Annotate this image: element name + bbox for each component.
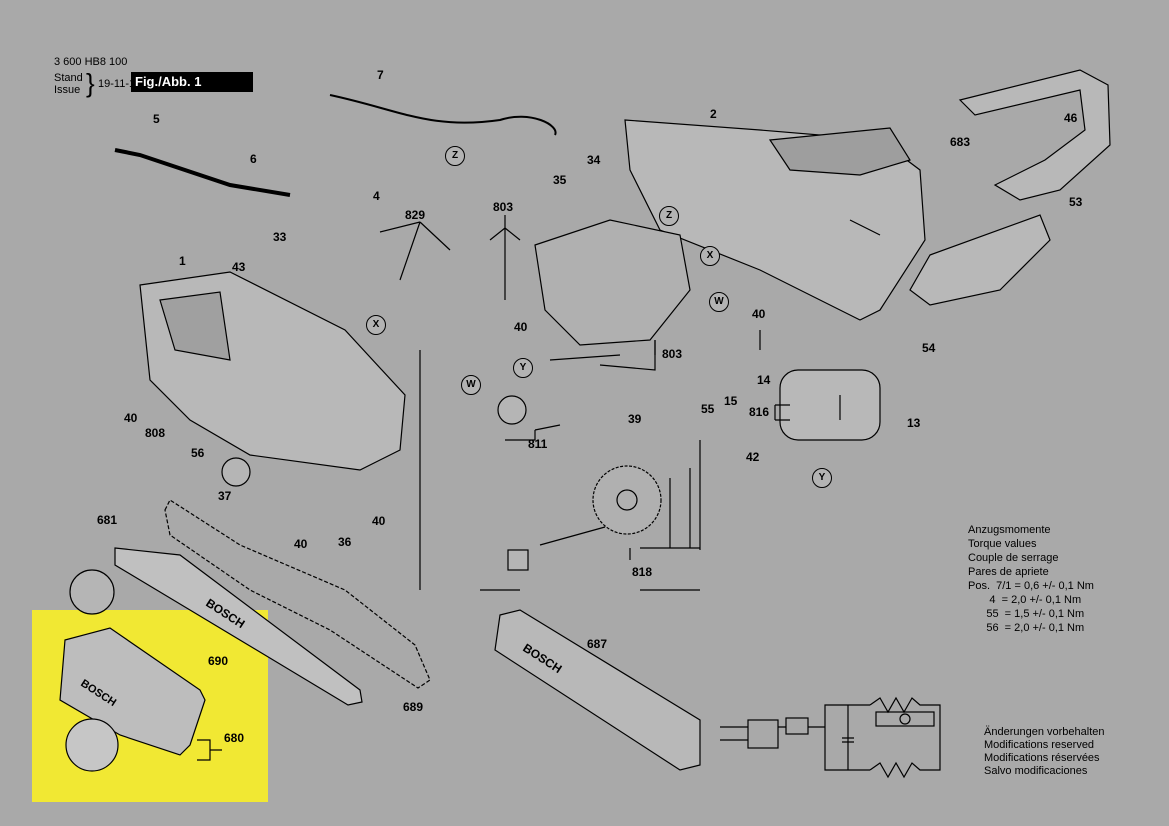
mod-line: Änderungen vorbehalten xyxy=(984,726,1105,738)
part-label-43: 43 xyxy=(232,260,246,274)
part-label-687: 687 xyxy=(587,637,608,651)
torque-values: Anzugsmomente Torque values Couple de se… xyxy=(968,523,1094,635)
part-label-2: 2 xyxy=(710,107,717,121)
part-label-42: 42 xyxy=(746,450,760,464)
part-label-39: 39 xyxy=(628,412,642,426)
issue-label: Issue xyxy=(54,84,81,96)
mod-line: Modifications reserved xyxy=(984,739,1095,751)
part-label-681: 681 xyxy=(97,513,118,527)
sprocket-cover xyxy=(59,627,206,756)
part-label-689: 689 xyxy=(403,700,424,714)
part-label-54: 54 xyxy=(922,341,936,355)
part-label-4: 4 xyxy=(373,189,380,203)
part-label-13: 13 xyxy=(907,416,921,430)
part-label-34: 34 xyxy=(587,153,601,167)
view-marker-w2: W xyxy=(709,292,729,312)
part-label-683: 683 xyxy=(950,135,971,149)
view-marker-w1: W xyxy=(461,375,481,395)
modifications-note: Änderungen vorbehalten Modifications res… xyxy=(984,726,1104,778)
torque-title-fr: Couple de serrage xyxy=(968,552,1059,564)
view-marker-x2: X xyxy=(700,246,720,266)
rear-handle xyxy=(958,69,1111,201)
brace-icon: } xyxy=(86,68,95,98)
torque-row: 4 = 2,0 +/- 0,1 Nm xyxy=(968,594,1082,606)
view-marker-z2: Z xyxy=(659,206,679,226)
part-label-40d: 40 xyxy=(372,514,386,528)
part-label-14: 14 xyxy=(757,373,771,387)
view-marker-z1: Z xyxy=(445,146,465,166)
motor xyxy=(534,219,691,346)
view-marker-x1: X xyxy=(366,315,386,335)
bar-cover xyxy=(494,609,701,771)
sprocket-37 xyxy=(221,457,251,487)
gear-818 xyxy=(592,465,662,535)
torque-row: 56 = 2,0 +/- 0,1 Nm xyxy=(968,622,1085,634)
torque-row: 55 = 1,5 +/- 0,1 Nm xyxy=(968,608,1085,620)
view-marker-y1: Y xyxy=(513,358,533,378)
part-label-811: 811 xyxy=(528,437,548,451)
part-label-680: 680 xyxy=(224,731,245,745)
figure-label: Fig./Abb. 1 xyxy=(131,72,253,92)
part-label-40c: 40 xyxy=(124,411,138,425)
mod-line: Salvo modificaciones xyxy=(984,765,1088,777)
knob-680 xyxy=(65,718,119,772)
part-label-37: 37 xyxy=(218,489,232,503)
torque-title-es: Pares de apriete xyxy=(968,566,1049,578)
part-label-6: 6 xyxy=(250,152,257,166)
issue-date: 19-11-12 xyxy=(98,78,142,90)
part-label-1: 1 xyxy=(179,254,186,268)
saw-chain xyxy=(164,499,431,689)
part-number: 3 600 HB8 100 xyxy=(54,56,128,68)
part-label-803a: 803 xyxy=(493,200,514,214)
shaft xyxy=(539,526,606,546)
capacitor-816 xyxy=(779,369,881,441)
part-label-53: 53 xyxy=(1069,195,1083,209)
mod-line: Modifications réservées xyxy=(984,752,1100,764)
clamp-681 xyxy=(69,569,115,615)
part-label-56: 56 xyxy=(191,446,205,460)
part-label-808: 808 xyxy=(145,426,166,440)
part-label-40a: 40 xyxy=(514,320,528,334)
part-label-7: 7 xyxy=(377,68,384,82)
part-label-690: 690 xyxy=(208,654,229,668)
part-label-33: 33 xyxy=(273,230,287,244)
part-label-55: 55 xyxy=(701,402,715,416)
power-cable xyxy=(114,148,291,197)
part-label-35: 35 xyxy=(553,173,567,187)
part-label-818: 818 xyxy=(632,565,653,579)
guide-bar xyxy=(114,547,363,706)
view-marker-y2: Y xyxy=(812,468,832,488)
pump-gear-811 xyxy=(497,395,527,425)
part-label-15: 15 xyxy=(724,394,738,408)
stand-label: Stand xyxy=(54,72,83,84)
part-label-40b: 40 xyxy=(752,307,766,321)
wiring-schematic xyxy=(720,696,941,779)
part-label-40e: 40 xyxy=(294,537,308,551)
torque-row: Pos. 7/1 = 0,6 +/- 0,1 Nm xyxy=(968,580,1094,592)
torque-title-en: Torque values xyxy=(968,538,1037,550)
part-label-5: 5 xyxy=(153,112,160,126)
part-label-36: 36 xyxy=(338,535,352,549)
part-label-803b: 803 xyxy=(662,347,683,361)
handle-cover xyxy=(909,214,1051,306)
part-label-829: 829 xyxy=(405,208,426,222)
part-label-46: 46 xyxy=(1064,111,1078,125)
torque-title-de: Anzugsmomente xyxy=(968,524,1051,536)
part-label-816: 816 xyxy=(749,405,770,419)
